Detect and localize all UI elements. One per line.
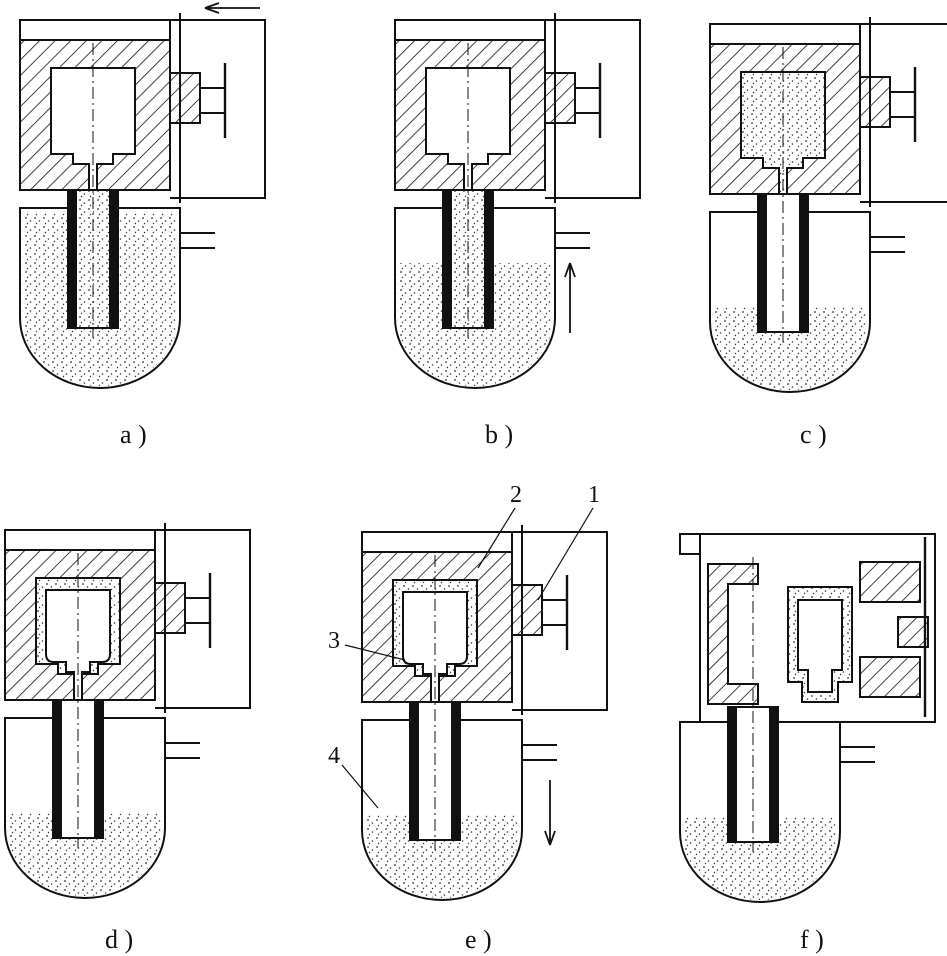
gas-inlet — [840, 746, 875, 763]
callout-number-2: 2 — [510, 482, 522, 508]
gas-inlet — [180, 232, 215, 249]
callouts-layer: 1 2 3 4 — [328, 482, 600, 809]
riser-wall-right — [799, 194, 808, 332]
casting-hollow — [797, 599, 843, 693]
riser-wall-right — [451, 702, 460, 840]
side-core — [544, 72, 576, 124]
molten-metal — [7, 813, 163, 896]
molten-metal — [682, 817, 838, 900]
press-frame — [170, 19, 266, 199]
panel-label-e: e ) — [465, 925, 492, 954]
riser-wall-right — [769, 707, 778, 842]
riser-wall-right — [484, 190, 493, 328]
labels-layer: a ) b ) c ) d ) e ) f ) — [105, 420, 827, 954]
callout-leader-2 — [477, 507, 516, 569]
riser-wall-left — [758, 194, 767, 332]
gas-inlet — [165, 742, 200, 759]
side-core — [511, 584, 543, 636]
panel-b — [394, 13, 641, 389]
panel-f — [679, 533, 936, 903]
side-core — [154, 582, 186, 634]
side-core — [169, 72, 201, 124]
panel-e — [361, 525, 608, 901]
side-core — [897, 616, 929, 648]
top-platen — [709, 23, 861, 45]
molten-metal — [364, 815, 520, 898]
panel-label-c: c ) — [800, 420, 827, 449]
callout-leader-3 — [344, 644, 406, 661]
callout-number-4: 4 — [328, 743, 340, 769]
riser-wall-left — [410, 702, 419, 840]
press-frame — [512, 531, 608, 711]
callout-number-3: 3 — [328, 628, 340, 654]
riser-wall-right — [94, 700, 103, 838]
panel-label-a: a ) — [120, 420, 147, 449]
riser-wall-left — [68, 190, 77, 328]
panel-label-b: b ) — [485, 420, 513, 449]
panel-label-f: f ) — [800, 925, 824, 954]
top-platen — [4, 529, 156, 551]
gas-inlet — [555, 232, 590, 249]
arrow-head — [204, 2, 220, 14]
callout-number-1: 1 — [588, 482, 600, 508]
right-mold-top — [859, 561, 921, 603]
press-frame — [860, 23, 947, 203]
panel-c — [709, 17, 947, 393]
gas-inlet — [522, 744, 557, 761]
side-core — [859, 76, 891, 128]
top-platen — [394, 19, 546, 41]
gas-inlet — [870, 236, 905, 253]
molten-metal — [712, 307, 868, 390]
panel-d — [4, 523, 251, 899]
press-frame — [545, 19, 641, 199]
panel-a — [19, 2, 266, 389]
top-platen — [19, 19, 171, 41]
riser-wall-left — [728, 707, 737, 842]
callout-leader-1 — [537, 507, 594, 601]
arrow-head — [544, 830, 556, 846]
left-mold-half — [707, 563, 759, 705]
panel-label-d: d ) — [105, 925, 133, 954]
right-mold-bottom — [859, 656, 921, 698]
riser-wall-right — [109, 190, 118, 328]
callout-leader-4 — [341, 764, 379, 809]
arrow-head — [564, 262, 576, 278]
riser-wall-left — [443, 190, 452, 328]
panels-layer — [4, 2, 947, 903]
press-frame — [155, 529, 251, 709]
riser-wall-left — [53, 700, 62, 838]
